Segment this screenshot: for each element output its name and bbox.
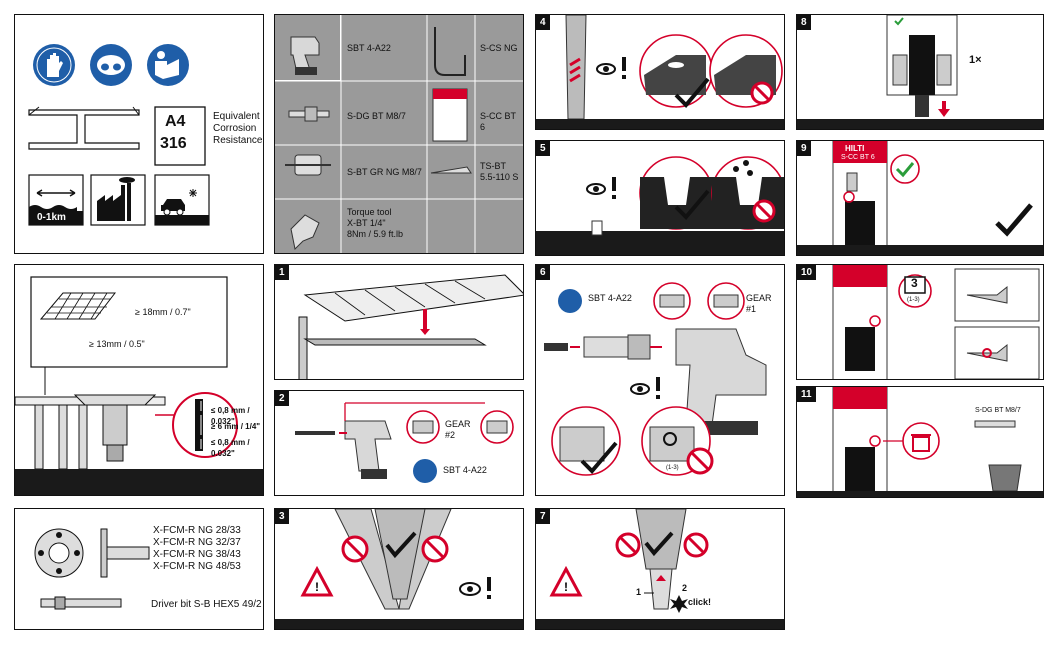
step-number: 3 <box>275 509 289 524</box>
step-6-panel: 6 SBT 4-A22 GEAR #1 (1-3) <box>535 264 785 496</box>
step9-drawing <box>797 141 1043 255</box>
svg-text:!: ! <box>564 580 568 594</box>
gap-18mm-label: ≥ 18mm / 0.7" <box>135 307 191 317</box>
step3-drawing: ! <box>275 509 523 629</box>
brand-label: HILTI <box>845 144 865 153</box>
step11-drawing <box>797 387 1043 497</box>
grating-drawing <box>298 274 523 379</box>
tool-label-tsbt: TS-BT 5.5-110 S <box>480 161 519 182</box>
tolerance-top: ≤ 0,8 mm / 0.032" <box>211 406 250 426</box>
fastener-item-2: X-FCM-R NG 32/37 <box>153 537 241 548</box>
tool-label-adapter: S-DG BT M8/7 <box>347 111 406 121</box>
step-number: 2 <box>275 391 289 406</box>
step-9-panel: 9 HILTI S-CC BT 6 <box>796 140 1044 256</box>
step-number: 1 <box>275 265 289 280</box>
step-4-panel: 4 <box>535 14 785 130</box>
tolerance-bottom: ≤ 0,8 mm / 0.032" <box>211 438 250 458</box>
fastener-drawing <box>34 528 150 610</box>
fastener-item-1: X-FCM-R NG 28/33 <box>153 525 241 536</box>
tools-panel: SBT 4-A22 S-DG BT M8/7 S-BT GR NG M8/7 T… <box>274 14 524 254</box>
step6-tool-label: SBT 4-A22 <box>588 293 632 303</box>
step7-drawing: ! <box>536 509 784 629</box>
tool-label-gauge: S-BT GR NG M8/7 <box>347 167 422 177</box>
step-7-panel: 7 ! 1 2 click! <box>535 508 785 630</box>
driver-bit-label: Driver bit S-B HEX5 49/2 <box>151 599 262 610</box>
clearance-drawing <box>15 276 263 495</box>
click-label: click! <box>688 597 712 607</box>
ppe-icons <box>28 44 210 226</box>
tool-label-scs: S-CS NG <box>480 43 518 53</box>
tool-label-torque: Torque tool X-BT 1/4" 8Nm / 5.9 ft.lb <box>347 207 404 239</box>
step6-drawing <box>544 282 767 476</box>
brand-sub-label: S-CC BT 6 <box>841 154 875 161</box>
a4-label: A4 <box>165 113 186 130</box>
step-1-panel: 1 <box>274 264 524 380</box>
ppe-corrosion-panel: A4 316 Equivalent Corrosion Resistance 0… <box>14 14 264 254</box>
tool-label-drill: SBT 4-A22 <box>347 43 391 53</box>
step-number: 4 <box>536 15 550 30</box>
clearance-panel: ≥ 18mm / 0.7" ≥ 13mm / 0.5" ≤ 0,8 mm / 0… <box>14 264 264 496</box>
fastener-item-3: X-FCM-R NG 38/43 <box>153 549 241 560</box>
gear-1-label: GEAR #1 <box>746 293 772 314</box>
step4-drawing <box>536 15 784 129</box>
step-number: 5 <box>536 141 550 156</box>
step-number: 8 <box>797 15 811 30</box>
tool-label-scc: S-CC BT 6 <box>480 111 516 132</box>
tools-drawings <box>275 15 523 253</box>
step8-drawing <box>797 15 1043 129</box>
step-11-panel: 11 S-DG BT M8/7 <box>796 386 1044 498</box>
step10-number: 3 <box>911 276 918 290</box>
distance-label: 0-1km <box>37 212 66 223</box>
step-number: 6 <box>536 265 550 280</box>
step-number: 9 <box>797 141 811 156</box>
step-10-panel: 10 3 (1-3) <box>796 264 1044 380</box>
equivalent-corrosion-text: Equivalent Corrosion Resistance <box>213 111 263 146</box>
step-number: 10 <box>797 265 817 280</box>
step-3-panel: 3 ! <box>274 508 524 630</box>
step10-drawing <box>832 265 1040 379</box>
step-number: 11 <box>797 387 816 402</box>
step-2-panel: 2 GEAR #2 SBT 4-A22 <box>274 390 524 496</box>
step7-num-1: 1 <box>636 587 642 597</box>
step10-range: (1-3) <box>907 297 920 303</box>
step2-tool-label: SBT 4-A22 <box>443 465 487 475</box>
step5-drawing <box>536 156 784 255</box>
grade-316-label: 316 <box>160 135 187 152</box>
fastener-item-4: X-FCM-R NG 48/53 <box>153 561 241 572</box>
step-8-panel: 8 1× <box>796 14 1044 130</box>
step2-drawing <box>295 402 514 483</box>
step6-range: (1-3) <box>666 465 679 471</box>
fastener-items-panel: X-FCM-R NG 28/33 X-FCM-R NG 32/37 X-FCM-… <box>14 508 264 630</box>
count-label: 1× <box>969 54 982 66</box>
tolerance-mid: ≥ 6 mm / 1/4" <box>211 422 261 431</box>
step11-label: S-DG BT M8/7 <box>975 407 1021 414</box>
step7-num-2: 2 <box>682 583 688 593</box>
step-number: 7 <box>536 509 550 524</box>
step-5-panel: 5 <box>535 140 785 256</box>
gap-13mm-label: ≥ 13mm / 0.5" <box>89 339 145 349</box>
svg-text:!: ! <box>315 580 319 594</box>
gear-2-label: GEAR #2 <box>445 419 471 440</box>
